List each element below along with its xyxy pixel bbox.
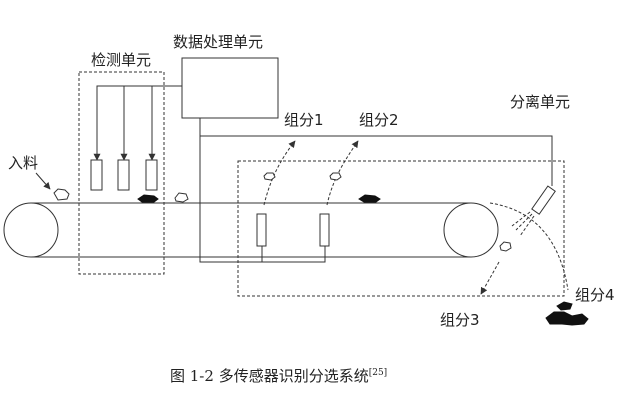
particle-after-detection bbox=[174, 192, 189, 203]
air-jet bbox=[511, 211, 535, 237]
detection-unit: 检测单元 bbox=[78, 51, 182, 275]
sensor-3 bbox=[145, 159, 158, 191]
trajectory-component-4 bbox=[489, 202, 569, 291]
detection-unit-box bbox=[78, 71, 165, 275]
particle-component-2 bbox=[329, 172, 342, 181]
pile-component-4 bbox=[545, 301, 589, 326]
input-indicator: 入料 bbox=[8, 154, 51, 190]
left-roller bbox=[3, 202, 59, 258]
data-processing-box bbox=[181, 57, 279, 119]
dark-particle-detection bbox=[137, 194, 159, 203]
valve-2 bbox=[319, 213, 330, 247]
component-2-label: 组分2 bbox=[359, 111, 399, 129]
sensor-1 bbox=[90, 159, 103, 191]
middle-roller bbox=[443, 202, 499, 258]
separation-unit-label: 分离单元 bbox=[510, 93, 570, 111]
trajectories bbox=[263, 140, 569, 295]
control-wiring bbox=[199, 118, 553, 263]
trajectory-component-3 bbox=[480, 261, 500, 295]
valve-1 bbox=[256, 213, 267, 247]
component-4-label: 组分4 bbox=[575, 286, 615, 304]
component-1-label: 组分1 bbox=[284, 111, 324, 129]
input-label: 入料 bbox=[8, 154, 38, 172]
separation-unit-box bbox=[237, 160, 565, 297]
input-arrow bbox=[35, 172, 51, 190]
component-3-label: 组分3 bbox=[440, 311, 480, 329]
particle-component-3 bbox=[499, 241, 512, 252]
sensor-2 bbox=[117, 159, 130, 191]
data-processing-unit: 数据处理单元 bbox=[173, 33, 279, 119]
separation-unit: 分离单元 bbox=[237, 93, 570, 297]
detection-bus bbox=[96, 85, 182, 160]
input-particle bbox=[53, 188, 70, 201]
particles bbox=[53, 172, 589, 326]
caption-reference: [25] bbox=[369, 368, 387, 378]
trajectory-component-1 bbox=[263, 140, 296, 206]
dark-particle-belt bbox=[358, 194, 381, 203]
particle-component-1 bbox=[263, 172, 276, 181]
conveyor-belt bbox=[3, 202, 499, 258]
data-processing-label: 数据处理单元 bbox=[173, 33, 263, 51]
air-nozzle bbox=[531, 185, 556, 215]
figure-caption: 图 1-2 多传感器识别分选系统[25] bbox=[170, 367, 387, 385]
caption-text: 图 1-2 多传感器识别分选系统 bbox=[170, 367, 369, 385]
trajectory-component-2 bbox=[326, 140, 359, 206]
detection-unit-label: 检测单元 bbox=[91, 51, 151, 69]
